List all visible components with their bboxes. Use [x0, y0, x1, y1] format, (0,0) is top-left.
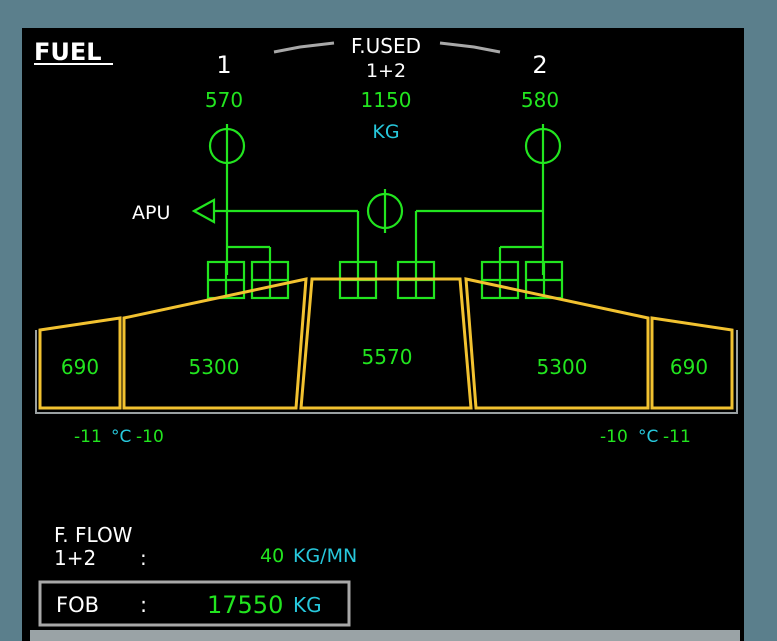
left-outer-temp: -10 [136, 427, 164, 447]
display-bezel [30, 630, 740, 641]
left-inner-temp: -11 [74, 427, 102, 447]
wing-outline [35, 330, 738, 414]
engine1-number: 1 [216, 51, 231, 79]
left-inner-tank [122, 277, 308, 410]
fused-sub-label: 1+2 [366, 60, 406, 82]
fuel-used-unit: KG [372, 121, 399, 143]
total-fuel-used: 1150 [361, 88, 412, 112]
engine2-lp-valve-icon [524, 124, 562, 168]
fob-value: 17550 [207, 591, 283, 619]
fob-colon: : [140, 593, 147, 617]
apu-label: APU [132, 202, 170, 224]
left-outer-tank [38, 316, 122, 410]
right-outer-tank-qty: 690 [670, 355, 708, 379]
fused-bracket-right [439, 41, 501, 54]
fuel-flow-colon: : [140, 546, 147, 570]
fob-unit: KG [293, 593, 322, 617]
right-outer-temp: -11 [663, 427, 691, 447]
center-tank-qty: 5570 [362, 345, 413, 369]
engine1-fuel-used: 570 [205, 88, 243, 112]
fob-label: FOB [56, 593, 99, 617]
engine2-fuel-used: 580 [521, 88, 559, 112]
fob-box [38, 580, 351, 627]
fuel-flow-value: 40 [260, 545, 284, 567]
fused-label: F.USED [351, 34, 421, 58]
center-tank [299, 277, 473, 410]
fused-bracket-left [273, 41, 335, 54]
right-inner-temp: -10 [600, 427, 628, 447]
ecam-display [22, 28, 744, 641]
fuel-flow-sub-label: 1+2 [54, 546, 96, 570]
engine2-number: 2 [532, 51, 547, 79]
page-title: FUEL [34, 38, 102, 66]
left-outer-tank-qty: 690 [61, 355, 99, 379]
fuel-flow-unit: KG/MN [293, 545, 357, 567]
right-inner-tank-qty: 5300 [537, 355, 588, 379]
left-temp-unit: °C [111, 427, 131, 447]
fuel-flow-label: F. FLOW [54, 523, 133, 547]
feed-lines [214, 168, 545, 275]
apu-feed-arrow-icon [191, 198, 216, 224]
engine1-lp-valve-icon [208, 124, 246, 168]
crossfeed-valve-icon [366, 189, 404, 233]
right-outer-tank [650, 316, 734, 410]
right-temp-unit: °C [638, 427, 658, 447]
right-inner-tank [464, 277, 650, 410]
left-inner-tank-qty: 5300 [189, 355, 240, 379]
